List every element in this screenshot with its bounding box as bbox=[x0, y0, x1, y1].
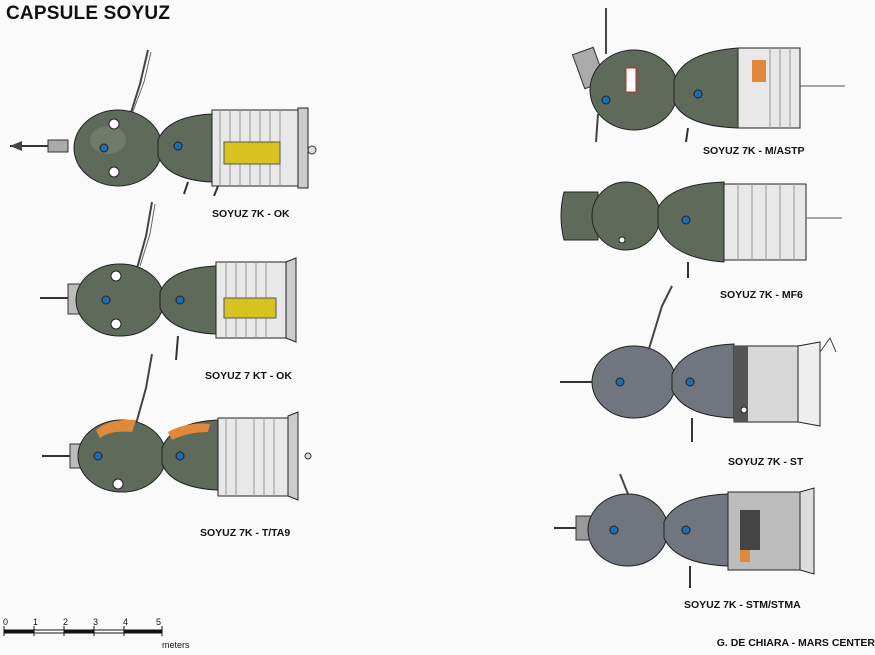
scale-unit: meters bbox=[162, 640, 190, 650]
variant-label: SOYUZ 7K - OK bbox=[212, 208, 290, 220]
variant-label: SOYUZ 7K - MF6 bbox=[720, 289, 803, 301]
variant-label: SOYUZ 7K - M/ASTP bbox=[703, 145, 805, 157]
scale-tick: 1 bbox=[33, 618, 38, 627]
variant-label: SOYUZ 7 KT - OK bbox=[205, 370, 292, 382]
variant-label: SOYUZ 7K - ST bbox=[728, 456, 804, 468]
page-title: CAPSULE SOYUZ bbox=[6, 3, 171, 24]
soyuz-7k-mf6-drawing bbox=[560, 181, 842, 278]
scale-tick: 2 bbox=[63, 618, 68, 627]
credit-text: G. DE CHIARA - MARS CENTER bbox=[716, 637, 875, 649]
soyuz-7k-m-astp-drawing bbox=[571, 8, 845, 143]
scale-bar: 0 1 2 3 4 5 meters bbox=[3, 618, 190, 650]
scale-tick: 5 bbox=[156, 618, 161, 627]
soyuz-7k-st-drawing bbox=[560, 285, 837, 442]
variant-label: SOYUZ 7K - STM/STMA bbox=[684, 599, 801, 611]
soyuz-7k-ok-drawing bbox=[10, 49, 317, 197]
soyuz-7k-stm-stma-drawing bbox=[554, 473, 815, 588]
scale-tick: 3 bbox=[93, 618, 98, 627]
scale-tick: 4 bbox=[123, 618, 128, 627]
scale-tick: 0 bbox=[3, 618, 8, 627]
soyuz-7kt-ok-drawing bbox=[40, 201, 297, 361]
variant-label: SOYUZ 7K - T/TA9 bbox=[200, 527, 291, 539]
soyuz-7k-t-ta9-drawing bbox=[42, 353, 312, 501]
